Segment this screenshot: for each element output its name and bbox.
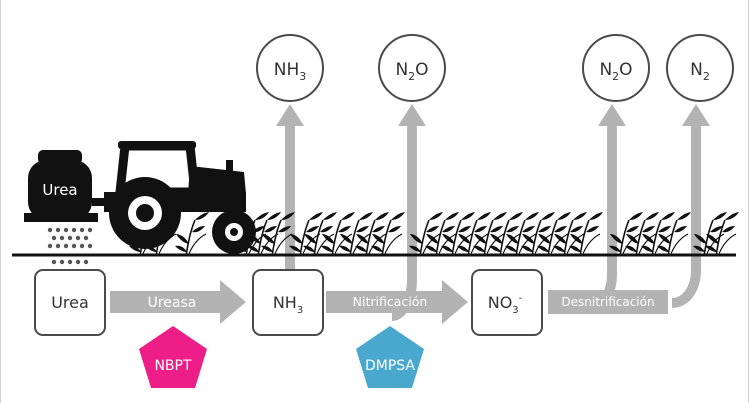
urea-spread-dots [47,227,93,265]
svg-text:NBPT: NBPT [154,358,192,374]
urea-tank-cap [38,150,82,164]
urea-tank-base [24,213,98,222]
svg-text:N2: N2 [690,60,710,83]
inhibitor-nbpt: NBPT [139,326,207,388]
flow-arrow-heads [276,104,710,126]
tractor-exhaust [226,160,233,174]
process-arrows [110,280,668,324]
node-no3: NO3- [471,269,543,336]
urea-tank [28,160,92,220]
node-nh3: NH3 [252,269,324,336]
tractor-hitch [92,198,110,206]
svg-text:NO3-: NO3- [488,293,523,316]
gas-n2: N2 [666,34,734,102]
nitrification-loss-arrow-head [398,104,426,126]
svg-text:Urea: Urea [51,293,89,312]
gas-n2o-nitrification: N2O [378,34,446,102]
nitrification-loss-arrow-shaft [391,124,417,321]
node-urea: Urea [34,269,106,336]
tractor-roof [118,141,196,149]
svg-text:N2O: N2O [599,60,632,83]
denitrification-n2-arrow-head [682,104,710,126]
volatilization-arrow-head [276,104,304,126]
process-desnitrificacion-label: Desnitrificación [561,295,654,309]
ureasa-arrow [110,280,246,324]
tractor-hood [188,166,246,194]
gas-nh3: NH3 [256,34,324,102]
nitrificacion-arrow [326,280,468,324]
svg-text:N2O: N2O [395,60,428,83]
process-nitrificacion-label: Nitrificación [353,294,428,309]
desnitrificacion-band [548,290,668,314]
gas-n2o-denitrification: N2O [582,34,650,102]
inhibitor-dmpsa: DMPSA [356,326,424,388]
svg-text:DMPSA: DMPSA [365,358,415,374]
tank-label: Urea [42,181,77,199]
svg-text:NH3: NH3 [273,293,303,316]
denitrification-n2o-arrow-head [598,104,626,126]
denitrification-n2-arrow-shaft [671,124,701,308]
process-ureasa-label: Ureasa [148,295,197,311]
svg-text:NH3: NH3 [274,60,307,83]
denitrification-n2o-arrow-shaft [594,124,617,308]
tractor: Urea [24,141,256,265]
